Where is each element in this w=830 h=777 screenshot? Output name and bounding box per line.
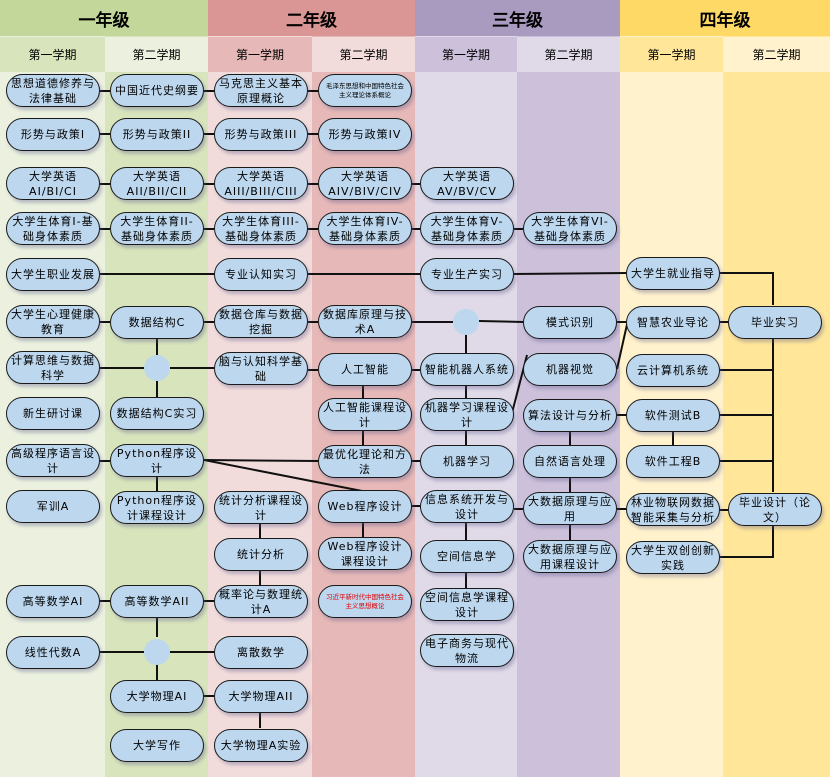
course-node[interactable]: 数据仓库与数据挖掘 [214, 305, 308, 338]
course-node[interactable]: 大数据原理与应用 [523, 492, 617, 525]
course-node[interactable]: 大学物理AII [214, 680, 308, 713]
column-y4-s2 [723, 0, 830, 777]
course-node[interactable]: 形势与政策II [110, 118, 204, 151]
course-node[interactable]: 毛泽东思想和中国特色社会主义理论体系概论 [318, 74, 412, 107]
connector [203, 459, 363, 492]
course-node[interactable]: 形势与政策III [214, 118, 308, 151]
course-node[interactable]: 最优化理论和方法 [318, 445, 412, 478]
course-node[interactable]: 智慧农业导论 [626, 306, 720, 339]
course-node[interactable]: 专业生产实习 [420, 258, 514, 291]
course-node[interactable]: 机器视觉 [523, 353, 617, 386]
course-node[interactable]: 数据结构C [110, 306, 204, 339]
course-node[interactable]: 大学生体育II-基础身体素质 [110, 212, 204, 245]
column-y3-s2 [517, 0, 620, 777]
course-node[interactable]: 计算思维与数据科学 [6, 351, 100, 384]
connector [720, 272, 774, 305]
course-node[interactable]: 大学写作 [110, 729, 204, 762]
semester-header: 第二学期 [105, 37, 208, 72]
course-node[interactable]: Web程序设计课程设计 [318, 537, 412, 570]
course-node[interactable]: 大学生双创创新实践 [626, 541, 720, 574]
course-node[interactable]: 大学生体育V-基础身体素质 [420, 212, 514, 245]
connector [203, 459, 319, 462]
junction-hub [453, 309, 479, 335]
connector [720, 526, 774, 558]
junction-hub [144, 639, 170, 665]
course-node[interactable]: 空间信息学课程设计 [420, 588, 514, 621]
course-node[interactable]: 大学英语AI/BI/CI [6, 167, 100, 200]
course-node[interactable]: 统计分析课程设计 [214, 491, 308, 524]
course-node[interactable]: 大学物理A实验 [214, 729, 308, 762]
course-node[interactable]: 电子商务与现代物流 [420, 634, 514, 667]
course-node[interactable]: Web程序设计 [318, 490, 412, 523]
course-node[interactable]: 毕业设计（论文） [728, 493, 822, 526]
course-node[interactable]: 军训A [6, 490, 100, 523]
course-node[interactable]: 数据结构C实习 [110, 397, 204, 430]
course-node[interactable]: 空间信息学 [420, 540, 514, 573]
course-node[interactable]: 机器学习 [420, 445, 514, 478]
semester-header: 第二学期 [517, 37, 620, 72]
course-node[interactable]: 脑与认知科学基础 [214, 352, 308, 385]
semester-header: 第一学期 [415, 37, 517, 72]
course-node[interactable]: 大学生体育IV-基础身体素质 [318, 212, 412, 245]
connector [513, 272, 627, 275]
course-node[interactable]: 大学英语AV/BV/CV [420, 167, 514, 200]
course-node[interactable]: 大学生体育VI-基础身体素质 [523, 212, 617, 245]
course-node[interactable]: 软件工程B [626, 445, 720, 478]
course-node[interactable]: 人工智能 [318, 353, 412, 386]
course-node[interactable]: Python程序设计课程设计 [110, 491, 204, 524]
course-node[interactable]: 线性代数A [6, 636, 100, 669]
course-node[interactable]: 机器学习课程设计 [420, 398, 514, 431]
column-y4-s1 [620, 0, 723, 777]
course-node[interactable]: 离散数学 [214, 636, 308, 669]
course-node[interactable]: 大学生体育I-基础身体素质 [6, 212, 100, 245]
course-node[interactable]: 毕业实习 [728, 306, 822, 339]
course-node[interactable]: 林业物联网数据智能采集与分析 [626, 493, 720, 526]
course-node[interactable]: 大学生就业指导 [626, 257, 720, 290]
course-node[interactable]: 专业认知实习 [214, 258, 308, 291]
course-node[interactable]: 大学英语AIII/BIII/CIII [214, 167, 308, 200]
course-node[interactable]: 新生研讨课 [6, 397, 100, 430]
course-node[interactable]: 软件测试B [626, 399, 720, 432]
course-node[interactable]: 形势与政策IV [318, 118, 412, 151]
course-node[interactable]: 大学生职业发展 [6, 258, 100, 291]
course-node[interactable]: Python程序设计 [110, 444, 204, 477]
course-node[interactable]: 高级程序语言设计 [6, 444, 100, 477]
course-node-highlighted[interactable]: 习近平新时代中国特色社会主义思想概论 [318, 585, 412, 618]
semester-header: 第一学期 [620, 37, 723, 72]
course-node[interactable]: 信息系统开发与设计 [420, 490, 514, 523]
course-node[interactable]: 人工智能课程设计 [318, 398, 412, 431]
junction-hub [144, 355, 170, 381]
course-node[interactable]: 思想道德修养与法律基础 [6, 74, 100, 107]
year-header-4: 四年级 [620, 0, 830, 36]
course-node[interactable]: 大学物理AI [110, 680, 204, 713]
course-node[interactable]: 云计算机系统 [626, 354, 720, 387]
course-node[interactable]: 概率论与数理统计A [214, 585, 308, 618]
course-node[interactable]: 算法设计与分析 [523, 399, 617, 432]
year-header-3: 三年级 [415, 0, 620, 36]
year-header-2: 二年级 [208, 0, 415, 36]
course-node[interactable]: 高等数学AI [6, 585, 100, 618]
course-node[interactable]: 形势与政策I [6, 118, 100, 151]
course-node[interactable]: 大数据原理与应用课程设计 [523, 540, 617, 573]
course-node[interactable]: 数据库原理与技术A [318, 305, 412, 338]
course-node[interactable]: 大学生心理健康教育 [6, 305, 100, 338]
course-node[interactable]: 智能机器人系统 [420, 353, 514, 386]
course-node[interactable]: 模式识别 [523, 306, 617, 339]
semester-header: 第二学期 [723, 37, 830, 72]
course-node[interactable]: 中国近代史纲要 [110, 74, 204, 107]
course-node[interactable]: 自然语言处理 [523, 445, 617, 478]
connector [478, 320, 524, 323]
course-node[interactable]: 大学生体育III-基础身体素质 [214, 212, 308, 245]
course-node[interactable]: 马克思主义基本原理概论 [214, 74, 308, 107]
semester-header: 第一学期 [0, 37, 105, 72]
year-header-1: 一年级 [0, 0, 208, 36]
semester-header: 第二学期 [312, 37, 415, 72]
semester-header: 第一学期 [208, 37, 312, 72]
course-node[interactable]: 统计分析 [214, 538, 308, 571]
course-node[interactable]: 高等数学AII [110, 585, 204, 618]
course-node[interactable]: 大学英语AIV/BIV/CIV [318, 167, 412, 200]
course-node[interactable]: 大学英语AII/BII/CII [110, 167, 204, 200]
